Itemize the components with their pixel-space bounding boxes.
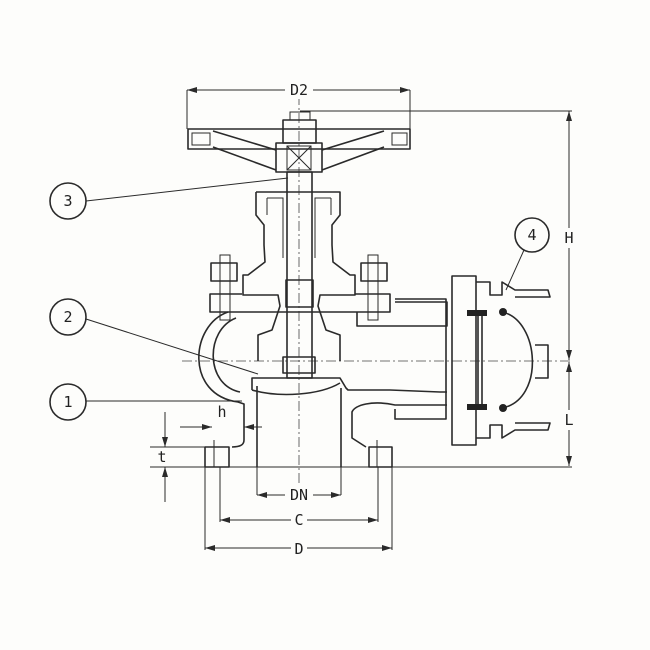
bonnet: [209, 191, 391, 361]
callout-2: 2: [63, 308, 72, 326]
label-l: L: [564, 411, 573, 429]
label-t: t: [157, 448, 166, 466]
callout-3: 3: [63, 192, 72, 210]
label-d: D: [294, 540, 303, 558]
dimension-lines: [150, 87, 572, 551]
label-c: C: [294, 511, 303, 529]
callout-4: 4: [527, 226, 536, 244]
valve-body: [198, 301, 448, 468]
callouts: 3 2 1 4: [49, 177, 550, 421]
dimension-labels: D2 H L DN C D h t: [156, 81, 577, 558]
label-dn: DN: [290, 486, 308, 504]
callout-1: 1: [63, 393, 72, 411]
label-h-small: h: [217, 403, 226, 421]
label-h: H: [564, 229, 573, 247]
hose-coupling: [394, 275, 551, 446]
label-d2: D2: [290, 81, 308, 99]
center-lines: [182, 95, 570, 500]
handwheel: [187, 111, 411, 173]
